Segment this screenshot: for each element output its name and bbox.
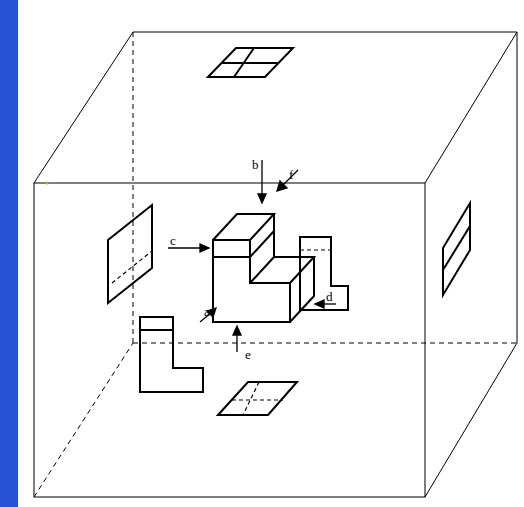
view-arrow-letter: c [170, 234, 176, 247]
view-arrow-letter: a [204, 305, 210, 318]
view-arrow-letter: d [326, 290, 333, 303]
white-panel [18, 0, 524, 507]
view-arrow-letter: f [289, 168, 293, 181]
view-arrow-letter: b [252, 158, 259, 171]
view-arrow-letter: e [245, 348, 251, 361]
